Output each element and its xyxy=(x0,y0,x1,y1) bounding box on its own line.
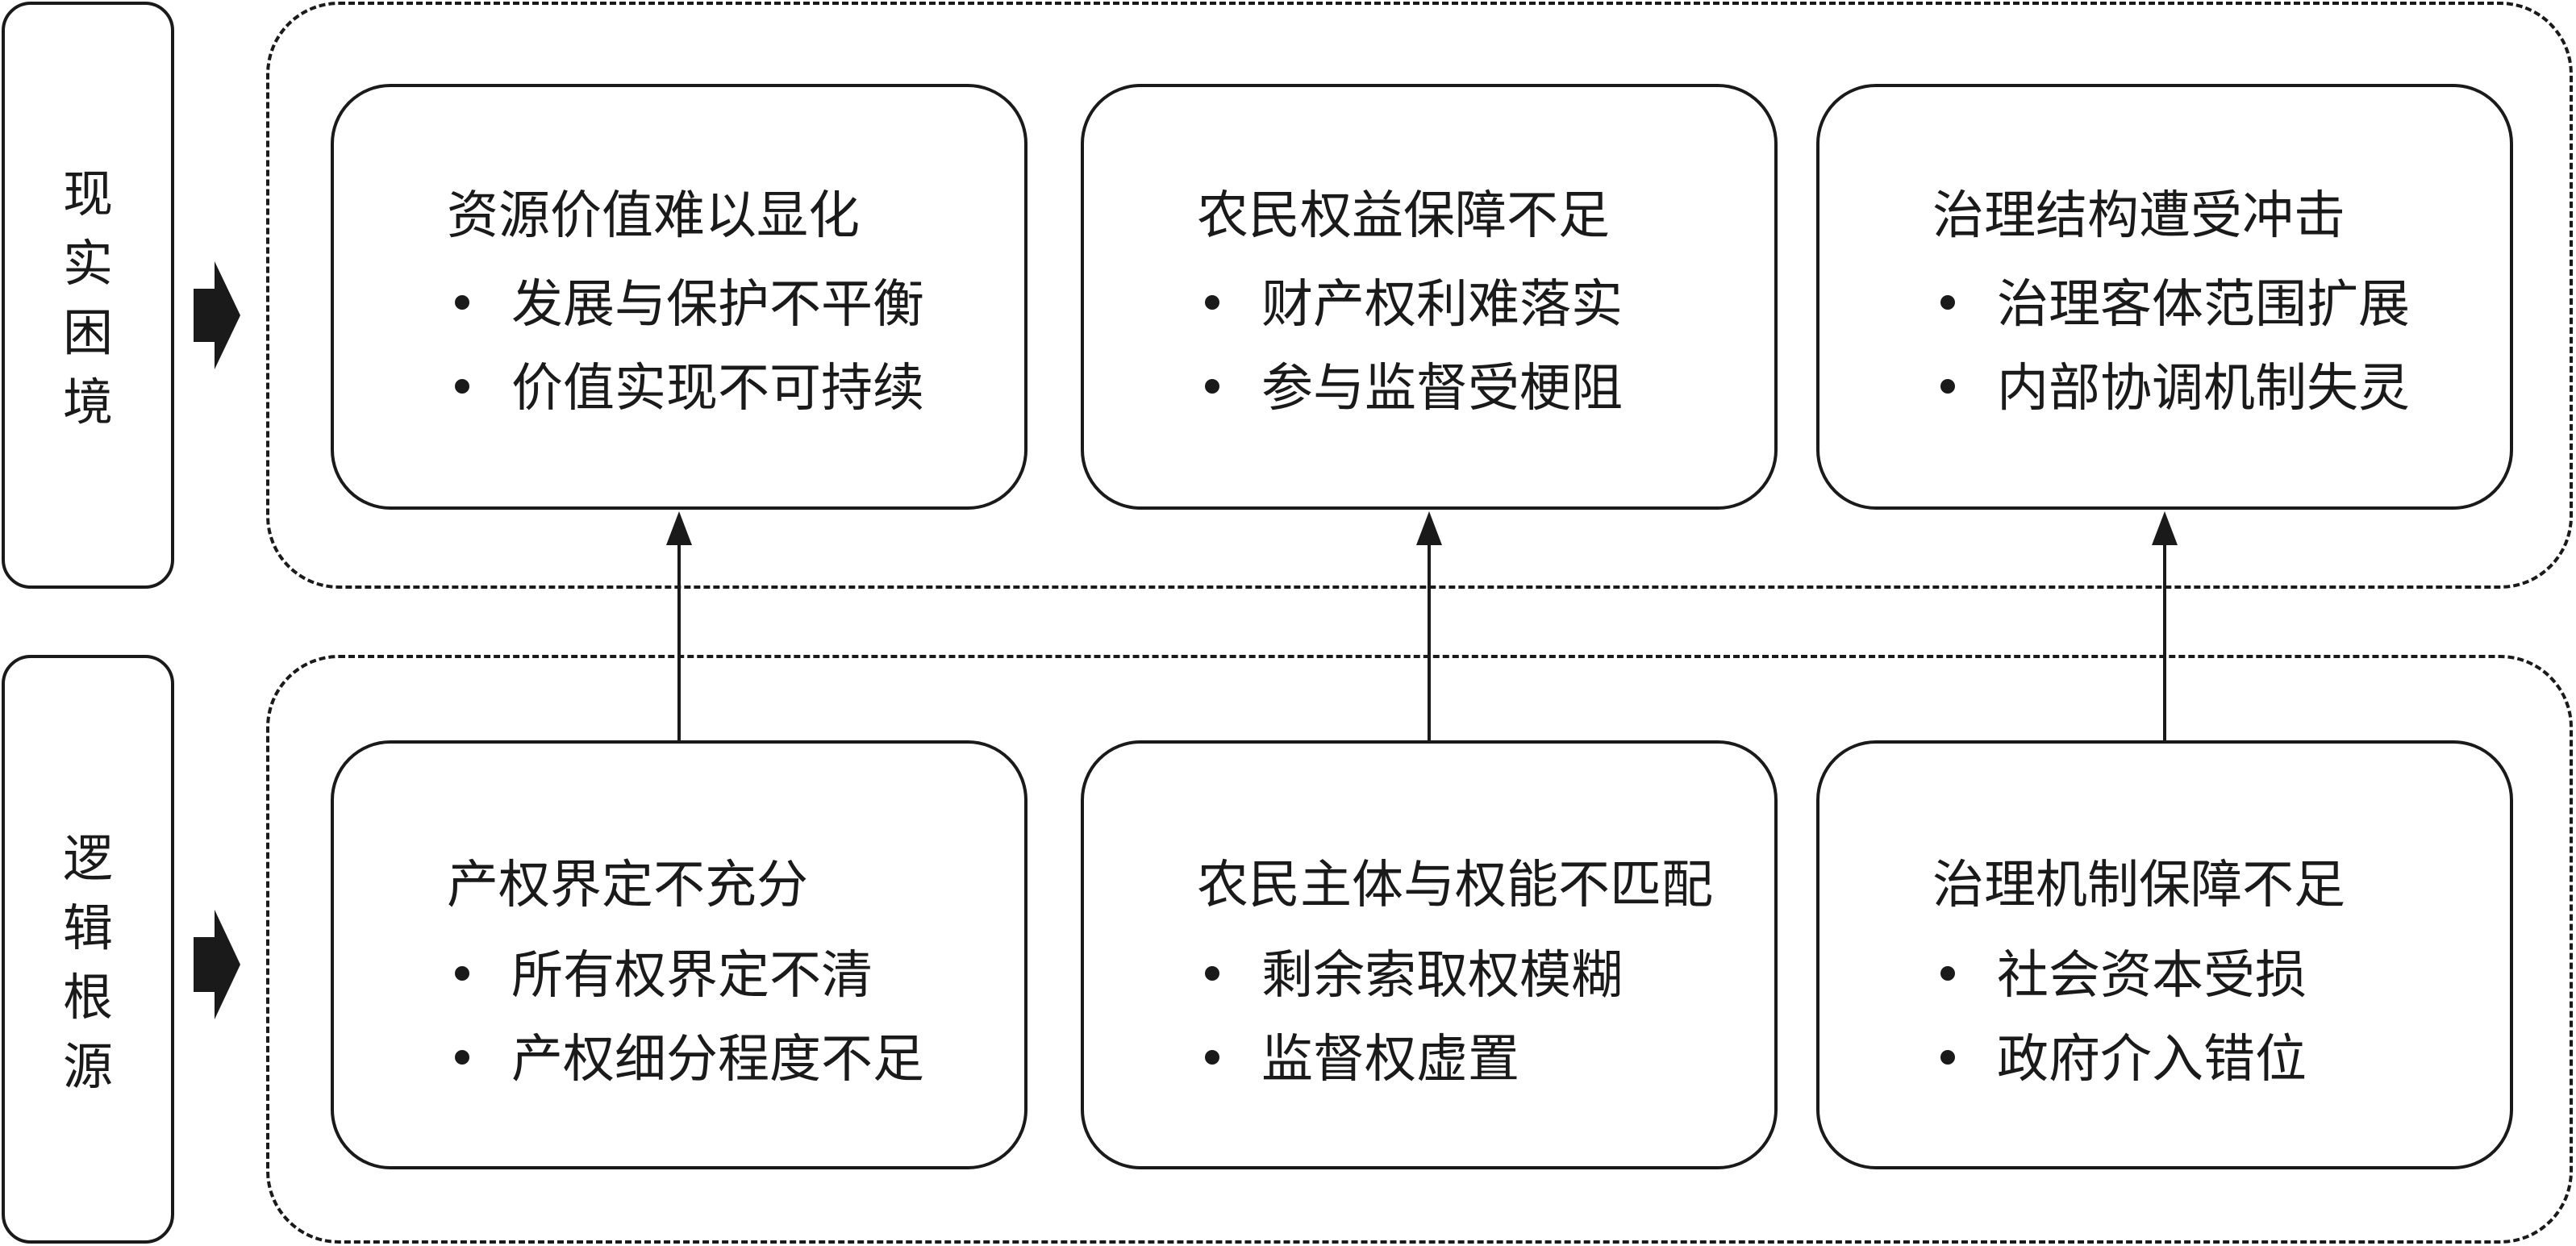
block-arrow-right-icon xyxy=(194,261,240,369)
card-bullet: 价值实现不可持续 xyxy=(455,347,924,421)
bullet-dot-icon xyxy=(1940,379,1955,394)
card-farmer-rights: 农民权益保障不足 财产权利难落实 参与监督受梗阻 xyxy=(1081,84,1778,510)
card-bullet: 发展与保护不平衡 xyxy=(455,263,924,337)
side-label-char: 困 xyxy=(62,303,113,362)
card-bullet: 所有权界定不清 xyxy=(455,934,873,1008)
bullet-text: 财产权利难落实 xyxy=(1261,275,1623,335)
side-label-reality-dilemma: 现 实 困 境 xyxy=(2,2,174,589)
side-label-char: 实 xyxy=(62,234,113,293)
group-frame-logical-root xyxy=(266,655,2573,1244)
card-title: 治理结构遭受冲击 xyxy=(1932,186,2345,246)
card-bullet: 治理客体范围扩展 xyxy=(1940,263,2410,337)
card-title: 治理机制保障不足 xyxy=(1932,856,2345,915)
side-label-logical-root: 逻 辑 根 源 xyxy=(2,655,174,1244)
card-title: 资源价值难以显化 xyxy=(447,186,860,246)
up-arrow-icon xyxy=(666,511,692,740)
bullet-text: 政府介入错位 xyxy=(1997,1030,2307,1090)
card-farmer-subject: 农民主体与权能不匹配 剩余索取权模糊 监督权虚置 xyxy=(1081,740,1778,1169)
side-label-char: 现 xyxy=(62,165,113,223)
bullet-text: 剩余索取权模糊 xyxy=(1261,946,1623,1006)
bullet-text: 治理客体范围扩展 xyxy=(1997,275,2410,335)
card-resource-value: 资源价值难以显化 发展与保护不平衡 价值实现不可持续 xyxy=(331,84,1027,510)
up-arrow-icon xyxy=(2152,511,2178,740)
group-frame-reality-dilemma xyxy=(266,2,2573,589)
side-label-char: 逻 xyxy=(62,829,113,888)
bullet-dot-icon xyxy=(455,295,469,310)
bullet-dot-icon xyxy=(1205,379,1219,394)
bullet-text: 所有权界定不清 xyxy=(511,946,873,1006)
card-property-rights: 产权界定不充分 所有权界定不清 产权细分程度不足 xyxy=(331,740,1027,1169)
card-bullet: 财产权利难落实 xyxy=(1205,263,1623,337)
bullet-dot-icon xyxy=(1940,295,1955,310)
card-title: 产权界定不充分 xyxy=(447,856,808,915)
bullet-dot-icon xyxy=(455,379,469,394)
side-label-char: 境 xyxy=(62,373,113,431)
bullet-dot-icon xyxy=(1205,966,1219,981)
card-bullet: 社会资本受损 xyxy=(1940,934,2307,1008)
up-arrow-icon xyxy=(1416,511,1442,740)
side-label-char: 源 xyxy=(62,1037,113,1096)
side-label-char: 根 xyxy=(62,968,113,1027)
card-bullet: 剩余索取权模糊 xyxy=(1205,934,1623,1008)
card-bullet: 政府介入错位 xyxy=(1940,1018,2307,1092)
bullet-dot-icon xyxy=(1940,966,1955,981)
card-bullet: 监督权虚置 xyxy=(1205,1018,1519,1092)
card-bullet: 内部协调机制失灵 xyxy=(1940,347,2410,421)
bullet-text: 社会资本受损 xyxy=(1997,946,2307,1006)
bullet-text: 价值实现不可持续 xyxy=(511,359,924,419)
card-governance-mechanism: 治理机制保障不足 社会资本受损 政府介入错位 xyxy=(1816,740,2513,1169)
side-label-char: 辑 xyxy=(62,898,113,957)
card-title: 农民主体与权能不匹配 xyxy=(1197,856,1713,915)
bullet-dot-icon xyxy=(455,1050,469,1065)
bullet-dot-icon xyxy=(1940,1050,1955,1065)
bullet-dot-icon xyxy=(1205,295,1219,310)
bullet-text: 发展与保护不平衡 xyxy=(511,275,924,335)
card-bullet: 参与监督受梗阻 xyxy=(1205,347,1623,421)
card-governance-structure: 治理结构遭受冲击 治理客体范围扩展 内部协调机制失灵 xyxy=(1816,84,2513,510)
bullet-text: 参与监督受梗阻 xyxy=(1261,359,1623,419)
block-arrow-right-icon xyxy=(194,910,240,1019)
bullet-text: 内部协调机制失灵 xyxy=(1997,359,2410,419)
card-bullet: 产权细分程度不足 xyxy=(455,1018,924,1092)
bullet-dot-icon xyxy=(1205,1050,1219,1065)
card-title: 农民权益保障不足 xyxy=(1197,186,1610,246)
bullet-dot-icon xyxy=(455,966,469,981)
bullet-text: 监督权虚置 xyxy=(1261,1030,1519,1090)
bullet-text: 产权细分程度不足 xyxy=(511,1030,924,1090)
